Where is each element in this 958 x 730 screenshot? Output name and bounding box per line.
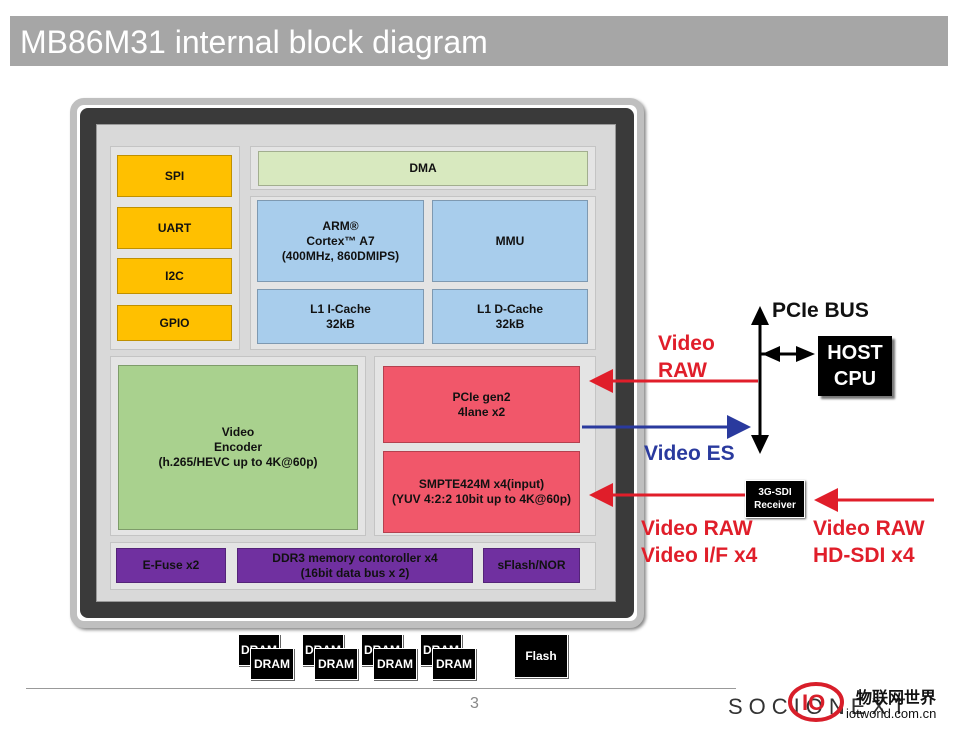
dma-block: DMA [258, 151, 588, 186]
pcie-gen2-block: PCIe gen2 4lane x2 [383, 366, 580, 443]
dram-chip: DRAM [314, 648, 358, 680]
footer-divider [26, 688, 736, 689]
dram-chip: DRAM [432, 648, 476, 680]
page-number: 3 [470, 695, 479, 712]
l1-dcache-block: L1 D-Cache 32kB [432, 289, 588, 344]
pcie-bus-arrow [751, 306, 815, 454]
ddr3-controller-block: DDR3 memory contoroller x4 (16bit data b… [237, 548, 473, 583]
video-raw-top-label: Video RAW [658, 332, 715, 382]
video-es-label: Video ES [644, 442, 735, 465]
pcie-bus-label: PCIe BUS [772, 299, 869, 322]
host-cpu-box: HOST CPU [818, 336, 892, 396]
sflash-nor-block: sFlash/NOR [483, 548, 580, 583]
iot-watermark-icon: IO [788, 682, 844, 722]
smpte-input-block: SMPTE424M x4(input) (YUV 4:2:2 10bit up … [383, 451, 580, 533]
dram-chip: DRAM [250, 648, 294, 680]
watermark-cn: 物联网世界 [856, 688, 937, 707]
flash-chip: Flash [514, 634, 568, 678]
uart-block: UART [117, 207, 232, 249]
i2c-block: I2C [117, 258, 232, 294]
company-logo: SOCIONEXT [728, 694, 912, 719]
title-bar [10, 16, 948, 66]
gpio-block: GPIO [117, 305, 232, 341]
video-raw-if-label: Video RAW Video I/F x4 [641, 517, 758, 567]
arm-cortex-block: ARM® Cortex™ A7 (400MHz, 860DMIPS) [257, 200, 424, 282]
svg-text:IO: IO [802, 690, 825, 715]
watermark-url: iotworld.com.cn [846, 706, 937, 721]
dram-chip: DRAM [373, 648, 417, 680]
spi-block: SPI [117, 155, 232, 197]
mmu-block: MMU [432, 200, 588, 282]
video-encoder-block: Video Encoder (h.265/HEVC up to 4K@60p) [118, 365, 358, 530]
video-raw-sdi-label: Video RAW HD-SDI x4 [813, 517, 925, 567]
l1-icache-block: L1 I-Cache 32kB [257, 289, 424, 344]
sdi-receiver-box: 3G-SDI Receiver [745, 480, 805, 518]
efuse-block: E-Fuse x2 [116, 548, 226, 583]
slide-title: MB86M31 internal block diagram [20, 24, 488, 60]
